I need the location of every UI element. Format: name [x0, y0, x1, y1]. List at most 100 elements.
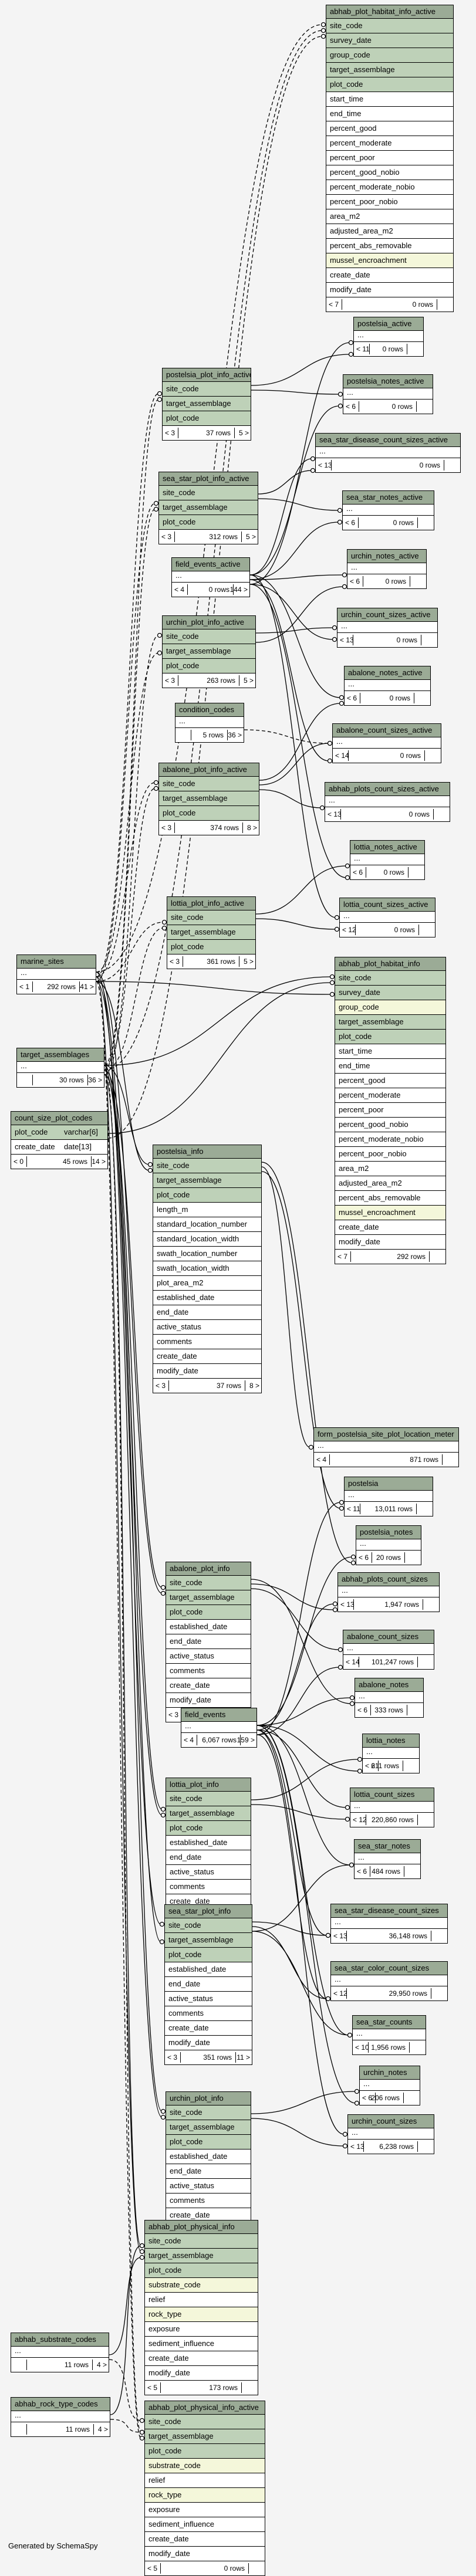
column-name: modify_date [168, 2038, 210, 2047]
column-name: plot_code [157, 1190, 190, 1199]
column-name: target_assemblage [170, 2123, 235, 2131]
table-sea-star-disease-count-sizes-active[interactable]: sea_star_disease_count_sizes_active...< … [315, 433, 461, 473]
relationship-end-marker [334, 926, 340, 932]
relationship-line [259, 789, 322, 808]
column-row: standard_location_number [153, 1217, 261, 1232]
relationship-end-marker [332, 637, 337, 642]
relationship-end-marker [160, 1590, 166, 1596]
column-name: plot_code [170, 2137, 203, 2146]
column-name: target_assemblage [170, 1593, 235, 1602]
row-count: 0 rows [208, 585, 229, 594]
relationship-line [96, 393, 159, 977]
column-row: target_assemblage [163, 397, 251, 411]
relationship-end-marker [339, 700, 345, 706]
column-row: site_code [163, 629, 255, 644]
relationship-line [96, 782, 156, 977]
column-ellipsis: ... [355, 1692, 423, 1703]
row-count: 29,950 rows [389, 1989, 427, 1998]
column-row: create_date [335, 1220, 445, 1235]
footer-divider [248, 2563, 249, 2574]
column-name: percent_moderate [330, 138, 392, 147]
row-count: 30 rows [59, 1076, 84, 1084]
relationship-line [96, 922, 164, 982]
row-count: 101,247 rows [371, 1658, 414, 1666]
column-name: create_date [170, 1897, 210, 1905]
table-title: abalone_plot_info [166, 1562, 251, 1576]
column-name: relief [148, 2295, 166, 2304]
column-name: percent_moderate_nobio [330, 182, 415, 191]
column-name: target_assemblage [166, 646, 231, 655]
table-title: abhab_plots_count_sizes_active [325, 783, 450, 796]
relationship-end-marker [357, 1768, 363, 1774]
relationship-line [258, 470, 312, 495]
footer-divider [358, 517, 359, 528]
parent-count: < 4 [174, 585, 185, 594]
column-ellipsis: ... [331, 1975, 447, 1986]
column-row: target_assemblage [159, 500, 258, 515]
column-row: comments [165, 2006, 252, 2021]
column-name: mussel_encroachment [339, 1208, 416, 1217]
column-ellipsis: ... [343, 388, 433, 400]
relationship-end-marker [139, 2418, 145, 2423]
table-form-postelsia-site-plot-location-meter[interactable]: form_postelsia_site_plot_location_meter.… [313, 1427, 459, 1467]
column-row: percent_good [335, 1074, 445, 1088]
relationship-end-marker [157, 391, 163, 397]
footer-divider [241, 532, 242, 542]
column-row: active_status [166, 2179, 251, 2194]
column-name: target_assemblage [148, 2432, 214, 2440]
table-title: marine_sites [17, 955, 96, 969]
column-name: rock_type [148, 2310, 182, 2318]
relationship-line [255, 627, 334, 634]
column-row: area_m2 [326, 209, 453, 224]
column-name: create_date [168, 2023, 209, 2032]
